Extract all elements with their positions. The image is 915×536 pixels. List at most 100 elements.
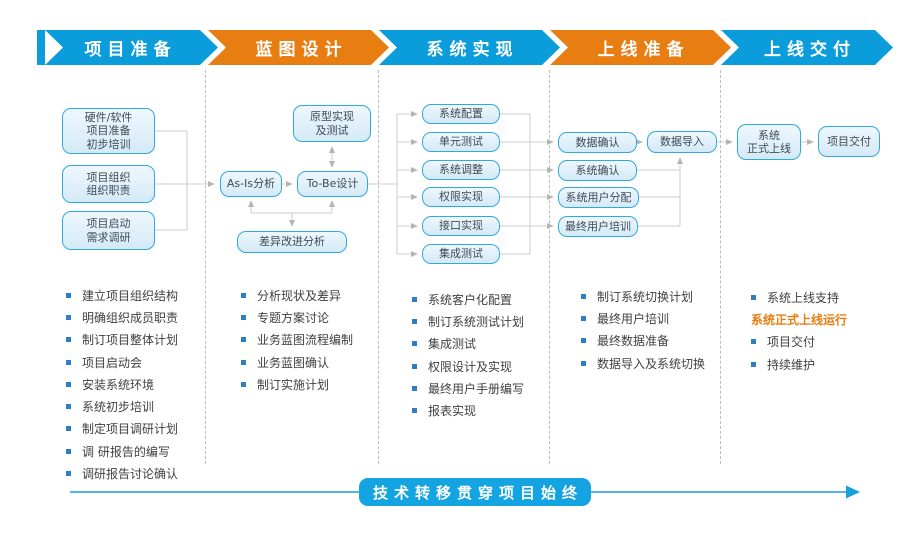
bullet-square-icon	[66, 471, 71, 477]
task-item: 最终用户培训	[581, 307, 705, 329]
bullet-square-icon	[241, 359, 246, 365]
task-item: 系统初步培训	[66, 395, 178, 417]
bullet-square-icon	[751, 339, 756, 345]
box-label-line: 数据导入	[660, 135, 704, 149]
box-label-line: 及测试	[315, 123, 349, 137]
task-item-label: 集成测试	[428, 337, 477, 352]
box-label-line: 项目组织	[86, 170, 131, 184]
box-label-line: 初步培训	[86, 137, 131, 151]
box-label-line: 需求调研	[86, 230, 131, 244]
box-label-line: 项目准备	[86, 124, 131, 138]
bullet-square-icon	[581, 338, 586, 344]
box-data-import: 数据导入	[647, 131, 717, 153]
phase-3-task-list: 系统客户化配置制订系统测试计划集成测试权限设计及实现最终用户手册编写报表实现	[412, 288, 524, 422]
box-label-line: 系统用户分配	[565, 190, 632, 204]
box-label-line: 项目交付	[827, 134, 871, 148]
box-to-be-design: To-Be设计	[297, 171, 368, 197]
phase-2-task-list: 分析现状及差异专题方案讨论业务蓝图流程编制业务蓝图确认制订实施计划	[241, 284, 353, 395]
box-system-go-live: 系统正式上线	[737, 124, 801, 160]
phase-1-task-list: 建立项目组织结构明确组织成员职责制订项目整体计划项目启动会安装系统环境系统初步培…	[66, 284, 178, 485]
task-item-label: 最终用户手册编写	[428, 381, 525, 396]
box-interface-impl: 接口实现	[422, 216, 500, 236]
task-item-label: 业务蓝图确认	[257, 355, 330, 370]
task-item-label: 调研报告讨论确认	[82, 467, 179, 482]
box-label-line: 差异改进分析	[259, 235, 325, 249]
bullet-square-icon	[412, 318, 417, 324]
box-system-config: 系统配置	[422, 104, 500, 124]
bullet-square-icon	[66, 381, 71, 387]
task-item-label: 制订系统测试计划	[428, 314, 525, 329]
bullet-square-icon	[66, 448, 71, 454]
task-item: 制订实施计划	[241, 373, 353, 395]
bullet-square-icon	[412, 385, 417, 391]
task-item-label: 建立项目组织结构	[82, 288, 179, 303]
box-label-line: 系统确认	[575, 163, 620, 177]
task-item-label: 制订项目整体计划	[82, 333, 179, 348]
technology-transfer-arrowhead-icon	[846, 485, 860, 499]
task-item: 最终用户手册编写	[412, 377, 524, 399]
task-item-label: 报表实现	[428, 404, 477, 419]
task-item: 调研报告讨论确认	[66, 462, 178, 484]
bullet-square-icon	[66, 404, 71, 410]
box-label-line: As-Is分析	[226, 177, 276, 191]
task-item-label: 安装系统环境	[82, 377, 155, 392]
box-label-line: 系统配置	[439, 107, 483, 121]
bullet-square-icon	[66, 337, 71, 343]
bullet-square-icon	[412, 341, 417, 347]
technology-transfer-banner: 技术转移贯穿项目始终	[359, 478, 591, 506]
task-item-highlight: 系统正式上线运行	[751, 308, 847, 330]
phase-5-task-list: 系统上线支持系统正式上线运行项目交付持续维护	[751, 286, 847, 375]
bullet-square-icon	[66, 292, 71, 298]
box-label-line: 最终用户培训	[565, 219, 631, 233]
task-item-label: 最终数据准备	[597, 334, 670, 349]
box-project-delivery: 项目交付	[818, 126, 880, 157]
task-item-label: 项目启动会	[82, 355, 143, 370]
box-label-line: To-Be设计	[306, 177, 359, 191]
box-hardware-software-training: 硬件/软件项目准备初步培训	[62, 108, 155, 154]
task-item-label: 制订实施计划	[257, 377, 330, 392]
bullet-square-icon	[66, 314, 71, 320]
box-label-line: 数据确认	[575, 135, 620, 149]
task-item: 持续维护	[751, 353, 847, 375]
task-item-label: 数据导入及系统切换	[597, 356, 706, 371]
task-item: 制订系统测试计划	[412, 310, 524, 332]
task-item: 业务蓝图流程编制	[241, 329, 353, 351]
task-item-label: 制订系统切换计划	[597, 289, 694, 304]
task-item: 权限设计及实现	[412, 355, 524, 377]
box-label-line: 正式上线	[747, 142, 791, 155]
task-item: 项目交付	[751, 331, 847, 353]
phase-divider-3	[549, 70, 550, 464]
bullet-square-icon	[581, 315, 586, 321]
box-system-adjust: 系统调整	[422, 160, 500, 180]
box-label-line: 集成测试	[439, 247, 483, 261]
phase-band-4: 上线准备	[550, 30, 731, 65]
task-item: 制订项目整体计划	[66, 329, 178, 351]
task-item-label: 项目交付	[767, 335, 816, 350]
box-end-user-training: 最终用户培训	[558, 216, 638, 237]
box-label-line: 原型实现	[310, 110, 354, 124]
box-gap-improvement-analysis: 差异改进分析	[237, 231, 347, 253]
box-label-line: 系统调整	[439, 163, 483, 177]
phase-band-2: 蓝图设计	[208, 30, 389, 65]
task-item: 制定项目调研计划	[66, 418, 178, 440]
task-item-label: 系统客户化配置	[428, 292, 513, 307]
box-system-confirm: 系统确认	[558, 160, 637, 181]
task-item: 最终数据准备	[581, 330, 705, 352]
task-item-label: 权限设计及实现	[428, 359, 513, 374]
bullet-square-icon	[751, 294, 756, 300]
box-label-line: 系统	[758, 128, 780, 142]
bullet-square-icon	[66, 426, 71, 432]
bullet-square-icon	[412, 363, 417, 369]
task-item-label: 系统正式上线运行	[751, 312, 848, 327]
phase-divider-4	[720, 70, 721, 464]
task-item: 明确组织成员职责	[66, 306, 178, 328]
task-item: 数据导入及系统切换	[581, 352, 705, 374]
task-item-label: 分析现状及差异	[257, 288, 342, 303]
box-as-is-analysis: As-Is分析	[220, 171, 282, 197]
phase-band-3: 系统实现	[379, 30, 560, 65]
task-item-label: 调 研报告的编写	[82, 444, 170, 459]
box-label-line: 组织职责	[86, 184, 131, 197]
box-label-line: 硬件/软件	[84, 110, 133, 124]
box-label-line: 接口实现	[439, 219, 483, 233]
